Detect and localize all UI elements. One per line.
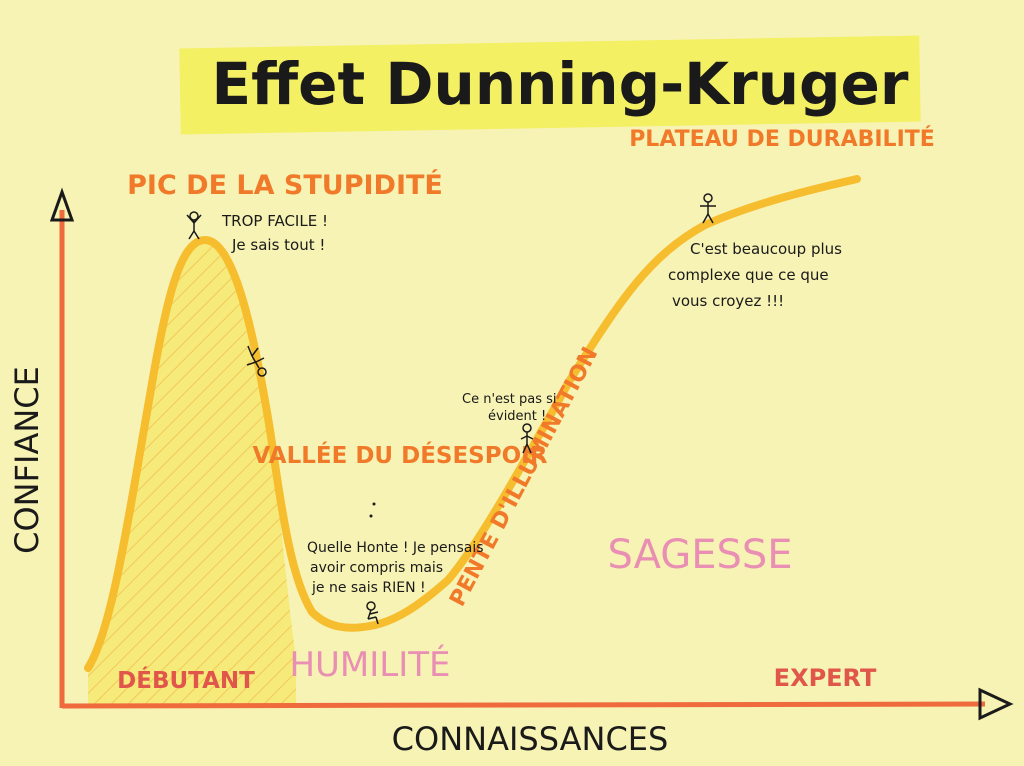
valley-label: VALLÉE DU DÉSESPOIR bbox=[253, 441, 548, 469]
beginner-label: DÉBUTANT bbox=[117, 666, 255, 694]
ink-dot bbox=[372, 502, 376, 506]
slope-quote: Ce n'est pas si évident ! bbox=[462, 392, 557, 424]
slope-quote-line: évident ! bbox=[488, 409, 546, 424]
valley-quote-line: Quelle Honte ! Je pensais bbox=[307, 540, 484, 556]
stick-figure-plateau-icon bbox=[700, 193, 716, 224]
valley-quote: Quelle Honte ! Je pensais avoir compris … bbox=[307, 540, 484, 596]
y-axis-arrow-icon bbox=[49, 187, 75, 222]
page-title: Effet Dunning-Kruger bbox=[212, 50, 909, 118]
y-axis-label: CONFIANCE bbox=[8, 366, 46, 554]
peak-label: PIC DE LA STUPIDITÉ bbox=[127, 169, 443, 201]
stick-figure-falling-icon bbox=[246, 345, 267, 377]
slope-label: PENTE D'ILLUMINATION bbox=[445, 343, 603, 611]
plateau-quote-line: C'est beaucoup plus bbox=[690, 240, 842, 258]
stick-figure-peak-icon bbox=[186, 211, 202, 240]
slope-quote-line: Ce n'est pas si bbox=[462, 392, 557, 407]
ink-dot bbox=[369, 514, 373, 518]
x-axis-label: CONNAISSANCES bbox=[392, 720, 669, 758]
dunning-kruger-curve bbox=[84, 175, 861, 672]
stick-figure-climbing-icon bbox=[520, 423, 534, 454]
peak-quote-line: Je sais tout ! bbox=[231, 236, 325, 254]
plateau-quote: C'est beaucoup plus complexe que ce que … bbox=[668, 240, 842, 310]
title-highlight bbox=[179, 35, 921, 135]
x-axis-arrow-icon bbox=[978, 687, 1014, 721]
x-axis bbox=[61, 701, 986, 709]
valley-quote-line: je ne sais RIEN ! bbox=[311, 580, 426, 596]
hatched-area bbox=[88, 240, 296, 705]
peak-quote: TROP FACILE ! Je sais tout ! bbox=[221, 212, 328, 254]
plateau-quote-line: vous croyez !!! bbox=[672, 292, 784, 310]
humility-label: HUMILITÉ bbox=[289, 644, 450, 685]
plateau-quote-line: complexe que ce que bbox=[668, 266, 829, 284]
peak-quote-line: TROP FACILE ! bbox=[221, 212, 328, 230]
plateau-label: PLATEAU DE DURABILITÉ bbox=[629, 126, 935, 152]
valley-quote-line: avoir compris mais bbox=[310, 560, 443, 576]
expert-label: EXPERT bbox=[774, 664, 877, 692]
stick-figure-sitting-icon bbox=[366, 601, 379, 625]
wisdom-label: SAGESSE bbox=[607, 532, 792, 578]
